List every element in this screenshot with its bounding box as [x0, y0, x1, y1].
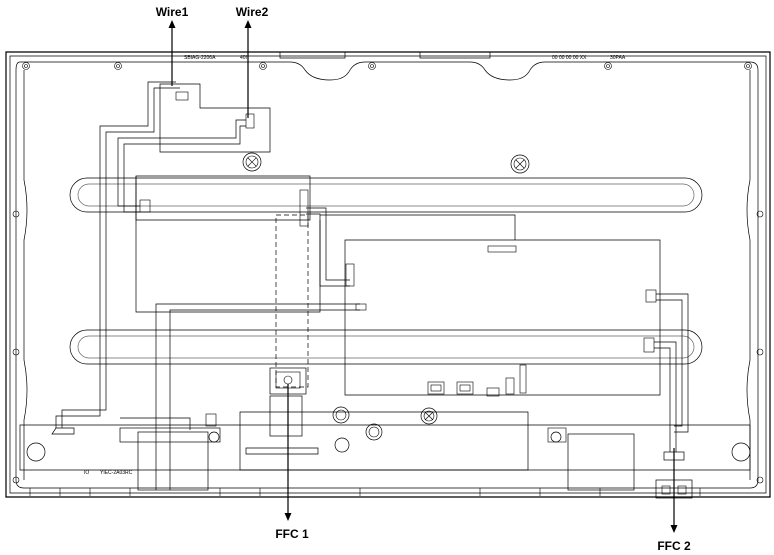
callout-wire1: Wire1	[156, 5, 189, 86]
chassis-outline	[5, 51, 771, 498]
ffc2-route	[654, 293, 689, 461]
frame-screws	[12, 62, 764, 484]
upper-small-board	[159, 83, 271, 153]
ffc1-label: FFC 1	[275, 527, 309, 541]
fine-print-top-right-codes: 00 00 00 00 XX	[552, 55, 587, 61]
lower-power-board	[19, 417, 751, 471]
panel-fine-print: SBIAG-2206A 40I 00 00 00 00 XX 30PAA IO …	[84, 55, 626, 476]
main-board	[320, 214, 661, 396]
arrow-up-icon	[244, 20, 252, 28]
wire1-label: Wire1	[156, 5, 189, 19]
fine-print-bottom-left-b: YIEC-2A03RC	[100, 470, 133, 476]
callout-wire2: Wire2	[236, 5, 269, 118]
middle-board	[135, 175, 321, 313]
fine-print-top-mid: 40I	[240, 55, 247, 61]
fine-print-bottom-left-a: IO	[84, 470, 89, 476]
fine-print-top-right-model: 30PAA	[610, 55, 626, 61]
main-board-connectors	[139, 91, 657, 397]
arrow-up-icon	[168, 20, 176, 28]
stiffener-rib-upper	[69, 177, 703, 213]
ffc2-label: FFC 2	[657, 539, 691, 553]
arrow-down-icon	[670, 525, 678, 533]
arrow-down-icon	[284, 513, 292, 521]
callout-ffc1: FFC 1	[275, 384, 309, 541]
stiffener-rib-lower	[69, 329, 703, 365]
wire2-route	[117, 119, 246, 213]
board-fasteners	[26, 152, 751, 462]
bottom-brackets	[29, 413, 701, 499]
fine-print-top-left: SBIAG-2206A	[184, 55, 216, 61]
ffc1-route	[155, 207, 529, 490]
callout-ffc2: FFC 2	[657, 448, 691, 553]
wire2-label: Wire2	[236, 5, 269, 19]
dashed-outline	[275, 214, 309, 388]
wire1-route	[51, 81, 180, 435]
